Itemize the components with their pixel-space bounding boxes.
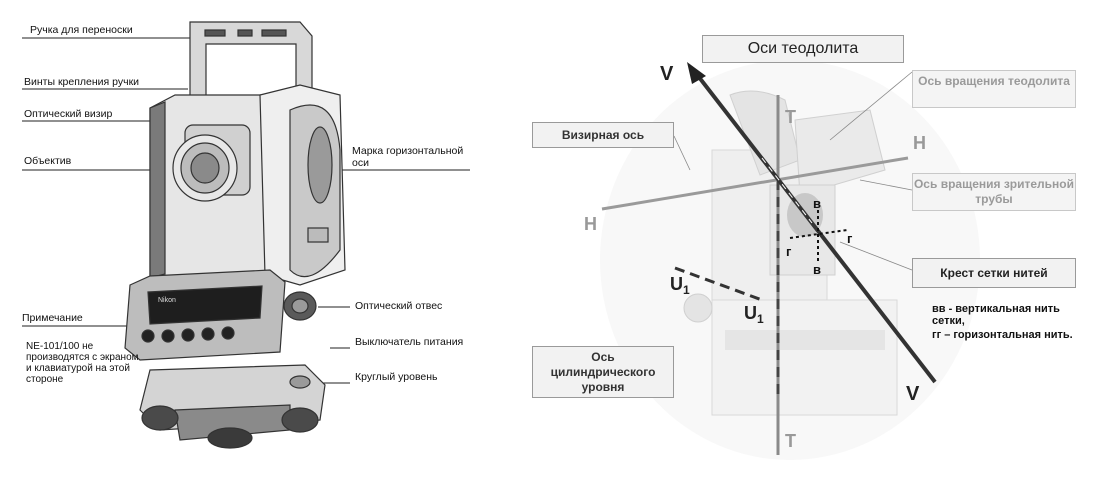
legend-gg: гг – горизонтальная нить. — [932, 329, 1073, 341]
box-leaders — [673, 71, 913, 271]
box-telescope-axis: Ось вращения зрительной трубы — [912, 173, 1076, 211]
note-title: Примечание — [22, 312, 83, 324]
instrument-photo — [600, 60, 980, 460]
instrument-body — [149, 84, 346, 286]
axes-diagram: V V T T H H U1 U1 в в г г — [584, 60, 980, 460]
axis-V — [687, 62, 937, 384]
letter-v-bottom: в — [813, 262, 821, 277]
label-optical-plummet: Оптический отвес — [355, 300, 443, 312]
label-handle: Ручка для переноски — [30, 24, 133, 36]
label-power-switch: Выключатель питания — [355, 336, 464, 348]
letter-g-left: г — [786, 244, 792, 259]
label-optical-sight: Оптический визир — [24, 108, 113, 120]
axis-H — [601, 156, 909, 211]
label-objective: Объектив — [24, 155, 72, 167]
carry-handle — [189, 21, 313, 99]
title-box: Оси теодолита — [702, 35, 904, 63]
letter-v-top: в — [813, 196, 821, 211]
legend-vv: вв - вертикальная нить сетки, — [932, 303, 1060, 327]
brand-label: Nikon — [158, 297, 176, 304]
letter-T-top: T — [785, 107, 796, 127]
letter-g-right: г — [847, 231, 853, 246]
theodolite-illustration: Nikon — [22, 21, 470, 449]
letter-V-bottom: V — [906, 383, 920, 405]
crosshair — [789, 210, 848, 262]
letter-H-right: H — [913, 133, 926, 153]
label-horizontal-axis-mark: Марка горизонтальной оси — [352, 145, 464, 169]
box-crosshair: Крест сетки нитей — [912, 258, 1076, 288]
leader-lines — [22, 37, 470, 384]
label-round-level: Круглый уровень — [355, 371, 438, 383]
box-cylindrical-level: Ось цилиндрического уровня — [532, 346, 674, 398]
box-rotation-axis: Ось вращения теодолита — [912, 70, 1076, 108]
box-sighting-axis: Визирная ось — [532, 122, 674, 148]
objective-lens — [172, 124, 251, 202]
note-text: NE-101/100 не производятся с экраном и к… — [26, 341, 139, 385]
letter-T-bottom: T — [785, 431, 796, 451]
optical-plummet-knob — [283, 291, 317, 321]
letter-V-top: V — [660, 63, 674, 85]
letter-H-left: H — [584, 214, 597, 234]
tribrach-base — [139, 364, 326, 449]
display-panel: Nikon — [124, 269, 286, 361]
label-handle-screws: Винты крепления ручки — [24, 76, 140, 88]
